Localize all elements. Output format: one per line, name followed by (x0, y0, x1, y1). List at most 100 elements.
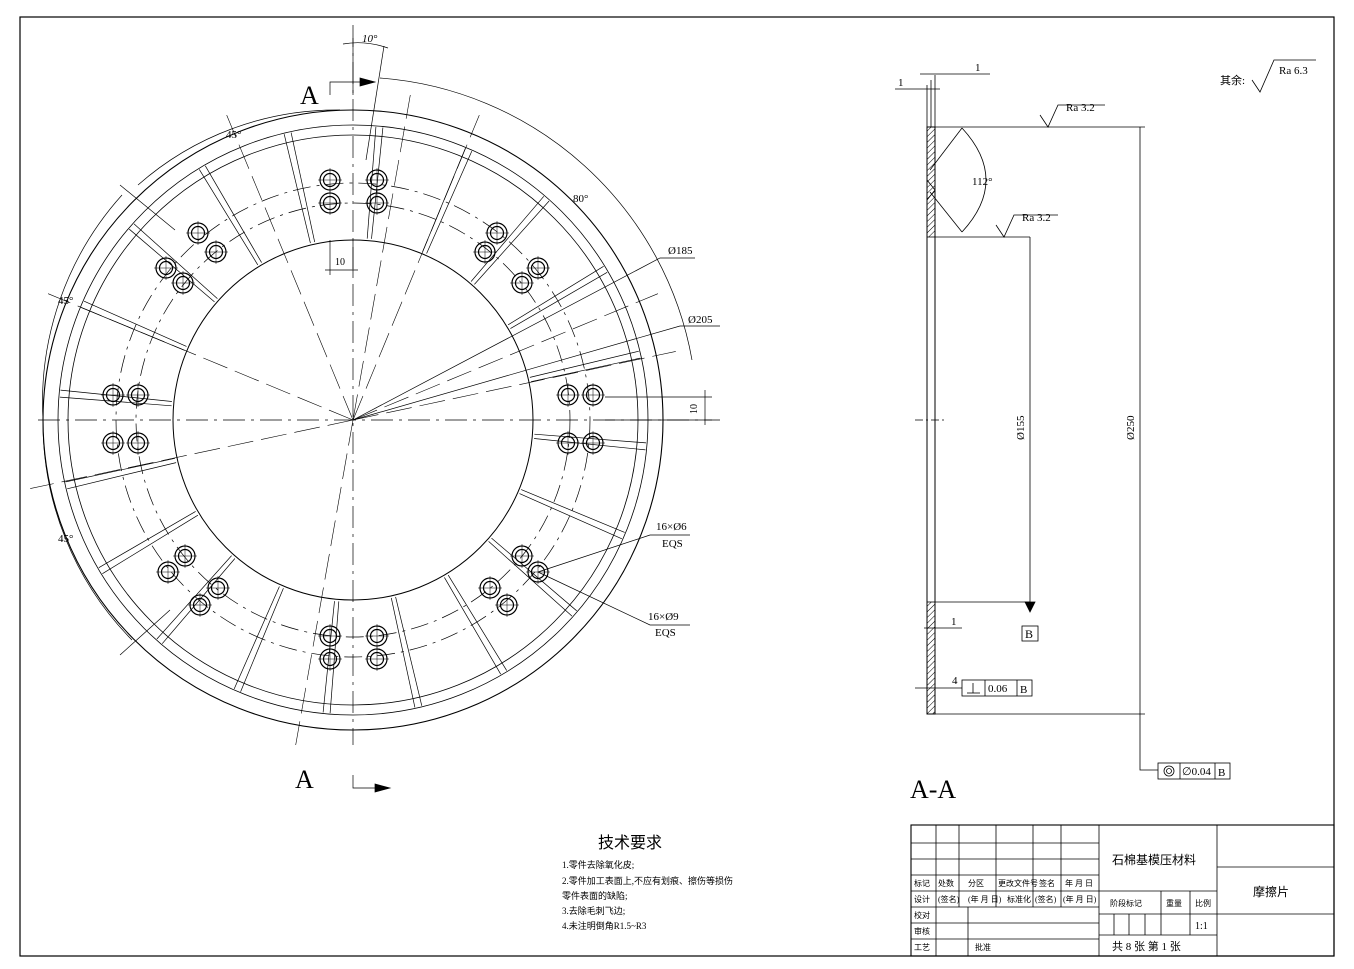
perp-frame (961, 679, 1033, 697)
tech-req-line-3: 零件表面的缺陷; (562, 890, 628, 901)
radial-groove-line (521, 489, 625, 533)
angle-45-top-arc (137, 109, 341, 186)
radial-groove-line (161, 558, 236, 644)
dia-155-label: Ø155 (1015, 415, 1027, 440)
radial-groove-line (470, 196, 545, 282)
conc-datum: B (1218, 767, 1225, 779)
conc-symbol-inner (1166, 768, 1172, 774)
roughness-mid-symbol (995, 214, 1058, 238)
radial-groove-line (240, 588, 284, 692)
dia-185-leader (352, 257, 695, 421)
angle-112-label: 112° (972, 176, 993, 188)
title-block-frame (910, 824, 1335, 957)
angle-45-top-label: 45° (226, 129, 241, 141)
radial-groove-line (534, 438, 646, 451)
dia-205-leader (352, 325, 720, 421)
dim-4-label: 4 (952, 675, 958, 687)
radial-groove-line (510, 271, 608, 329)
angle-45-ext2 (119, 609, 171, 656)
construction-line (30, 419, 354, 489)
angle-80-label: 80° (573, 193, 588, 205)
section-label-bottom: A (295, 765, 314, 794)
radial-groove-line (395, 596, 423, 706)
radial-groove-line (530, 357, 641, 383)
radial-groove-line (329, 601, 340, 714)
radial-groove-line (102, 514, 199, 574)
dim-1-left-label: 1 (898, 77, 904, 89)
radial-groove-line (290, 132, 316, 243)
tb-header-sign: 签名 (1039, 878, 1055, 888)
conc-frame (1157, 762, 1231, 780)
tb-material: 石棉基模压材料 (1112, 853, 1196, 867)
roughness-mid-value: Ra 3.2 (1022, 212, 1051, 224)
tb-header-zone: 分区 (968, 879, 984, 888)
angle-45-ext1 (119, 184, 176, 231)
sheet-border (19, 16, 1335, 957)
tb-check: 校对 (914, 910, 930, 920)
tb-weight: 重量 (1166, 898, 1182, 908)
roughness-other-prefix: 其余: (1220, 73, 1245, 87)
tb-header-mark: 标记 (914, 878, 930, 888)
tb-process: 工艺 (914, 943, 930, 952)
radial-groove-line (65, 457, 176, 483)
radial-groove-line (474, 200, 550, 285)
radial-groove-line (233, 586, 280, 690)
radial-groove-line (390, 597, 416, 708)
angle-45-bottom-label: 45° (58, 533, 73, 545)
tb-approve: 批准 (975, 942, 991, 952)
perp-datum: B (1020, 684, 1027, 696)
tech-requirements-title: 技术要求 (598, 834, 662, 852)
tb-standardize: 标准化 (1007, 894, 1031, 904)
pad-top-hatch (926, 126, 936, 238)
dia-250-label: Ø250 (1125, 415, 1137, 440)
radial-groove-line (491, 537, 577, 612)
tb-scale-label: 比例 (1195, 898, 1211, 908)
construction-line (295, 419, 354, 746)
section-view (895, 59, 1316, 780)
section-view-labels: A-A 其余: Ra 6.3 Ra 3.2 Ra 3.2 112° 1 1 1 … (898, 62, 1308, 804)
construction-line (47, 293, 354, 421)
tb-stage: 阶段标记 (1110, 898, 1142, 908)
hole-9-count-label: 16×Ø9 (648, 611, 679, 623)
angle-10-label: 10° (362, 33, 378, 45)
radial-groove-line (83, 300, 187, 347)
width-10-right-label: 10 (689, 404, 700, 414)
radial-groove-line (519, 493, 623, 540)
angle-45-left-label: 45° (58, 295, 73, 307)
section-label-top: A (300, 81, 319, 110)
tech-req-line-1: 1.零件去除氧化皮; (562, 859, 634, 870)
radial-groove-line (204, 165, 262, 263)
section-aa-label: A-A (910, 775, 956, 804)
radial-groove-line (98, 511, 196, 569)
conc-leader (1139, 714, 1158, 771)
hole-6-eqs-label: EQS (662, 538, 683, 550)
front-view-labels: A A 10° 45° 45° 45° 80° Ø185 Ø205 10 10 … (58, 33, 713, 794)
angle-45-left-arc (42, 194, 123, 421)
front-view (30, 25, 720, 746)
tb-review: 审核 (914, 926, 930, 936)
datum-b-box (1021, 625, 1039, 642)
construction-line (226, 114, 354, 421)
tech-req-line-4: 3.去除毛刺飞边; (562, 905, 625, 916)
tb-header-count: 处数 (938, 878, 954, 888)
tb-design-date: (年 月 日) (968, 894, 1002, 904)
hole-6-leader (537, 534, 690, 573)
tech-requirements: 技术要求 1.零件去除氧化皮; 2.零件加工表面上,不应有划痕、擦伤等损伤 零件… (562, 834, 733, 931)
conc-symbol-outer (1163, 765, 1175, 777)
width-10-top-label: 10 (335, 257, 345, 268)
angle-45-bottom-arc (42, 419, 133, 641)
construction-line (352, 293, 659, 421)
title-block-text: 石棉基模压材料 摩擦片 标记 处数 分区 更改文件号 签名 年 月 日 设计 (… (914, 853, 1289, 953)
hole-9-eqs-label: EQS (655, 627, 676, 639)
datum-b-label: B (1025, 627, 1033, 641)
angle-10-ext2 (365, 45, 385, 161)
radial-groove-line (322, 601, 335, 713)
hole-9-leader (537, 571, 690, 626)
radial-groove-line (534, 433, 647, 444)
tb-design: 设计 (914, 894, 930, 904)
construction-line (352, 114, 480, 421)
roughness-top-symbol (1039, 104, 1105, 128)
roughness-top-value: Ra 3.2 (1066, 102, 1095, 114)
section-arrow-bottom-line (352, 775, 375, 789)
angle-112-line2 (929, 191, 963, 233)
